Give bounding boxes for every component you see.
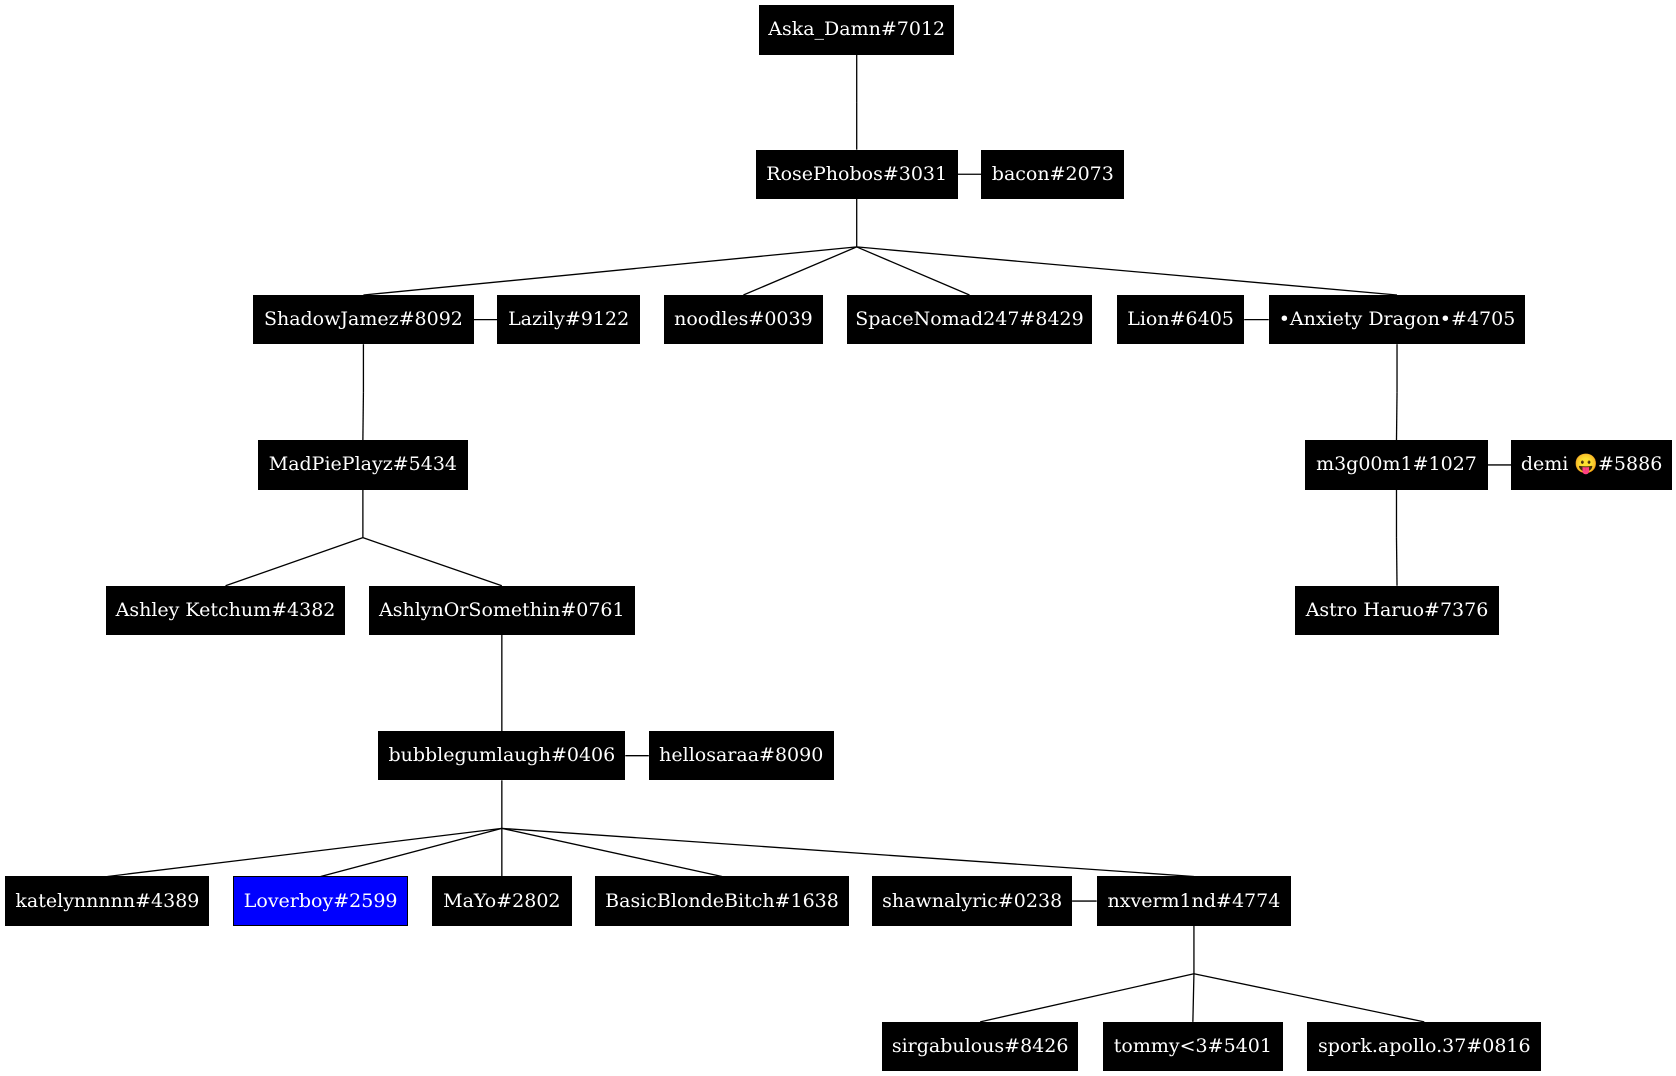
node-m3g00m1[interactable]: m3g00m1#1027 xyxy=(1305,440,1488,490)
node-spacenomad247[interactable]: SpaceNomad247#8429 xyxy=(846,295,1093,345)
node-astro-haruo[interactable]: Astro Haruo#7376 xyxy=(1295,585,1499,635)
node-nxverm1nd[interactable]: nxverm1nd#4774 xyxy=(1096,876,1292,926)
node-noodles[interactable]: noodles#0039 xyxy=(663,295,824,345)
node-basicblondebitch[interactable]: BasicBlondeBitch#1638 xyxy=(595,876,849,926)
node-anxiety-dragon[interactable]: •Anxiety Dragon•#4705 xyxy=(1268,295,1526,345)
node-rosephobos[interactable]: RosePhobos#3031 xyxy=(755,149,958,199)
child-link xyxy=(1193,973,1425,1023)
node-ashlynorsomethin[interactable]: AshlynOrSomethin#0761 xyxy=(368,585,635,635)
child-link xyxy=(856,246,970,296)
node-loverboy-highlighted[interactable]: Loverboy#2599 xyxy=(233,876,409,926)
child-link xyxy=(856,246,1398,296)
child-link xyxy=(320,827,503,878)
node-tommy[interactable]: tommy<3#5401 xyxy=(1103,1021,1283,1071)
node-katelynnnnn[interactable]: katelynnnnn#4389 xyxy=(5,876,210,926)
node-hellosaraa[interactable]: hellosaraa#8090 xyxy=(648,731,834,781)
child-link xyxy=(501,827,1194,878)
node-spork-apollo[interactable]: spork.apollo.37#0816 xyxy=(1307,1021,1542,1071)
child-link xyxy=(225,537,364,587)
child-link xyxy=(980,973,1195,1023)
child-link xyxy=(1395,537,1398,586)
child-link xyxy=(107,827,502,878)
node-demi[interactable]: demi 😛#5886 xyxy=(1511,440,1672,490)
node-ashley-ketchum[interactable]: Ashley Ketchum#4382 xyxy=(105,585,346,635)
child-link xyxy=(1192,973,1195,1022)
child-link xyxy=(743,246,857,296)
child-link xyxy=(363,246,857,296)
node-bacon[interactable]: bacon#2073 xyxy=(981,149,1125,199)
node-lazily[interactable]: Lazily#9122 xyxy=(497,295,641,345)
node-aska-damn[interactable]: Aska_Damn#7012 xyxy=(758,5,955,55)
node-shawnalyric[interactable]: shawnalyric#0238 xyxy=(872,876,1073,926)
node-lion[interactable]: Lion#6405 xyxy=(1116,295,1245,345)
node-shadowjamez[interactable]: ShadowJamez#8092 xyxy=(253,295,474,345)
node-bubblegumlaugh[interactable]: bubblegumlaugh#0406 xyxy=(378,731,626,781)
child-link xyxy=(362,537,503,587)
node-sirgabulous[interactable]: sirgabulous#8426 xyxy=(881,1021,1079,1071)
child-link xyxy=(1395,392,1398,441)
node-mayo[interactable]: MaYo#2802 xyxy=(431,876,572,926)
child-link xyxy=(362,392,365,441)
child-link xyxy=(501,827,723,878)
node-madpieplayz[interactable]: MadPiePlayz#5434 xyxy=(257,440,469,490)
